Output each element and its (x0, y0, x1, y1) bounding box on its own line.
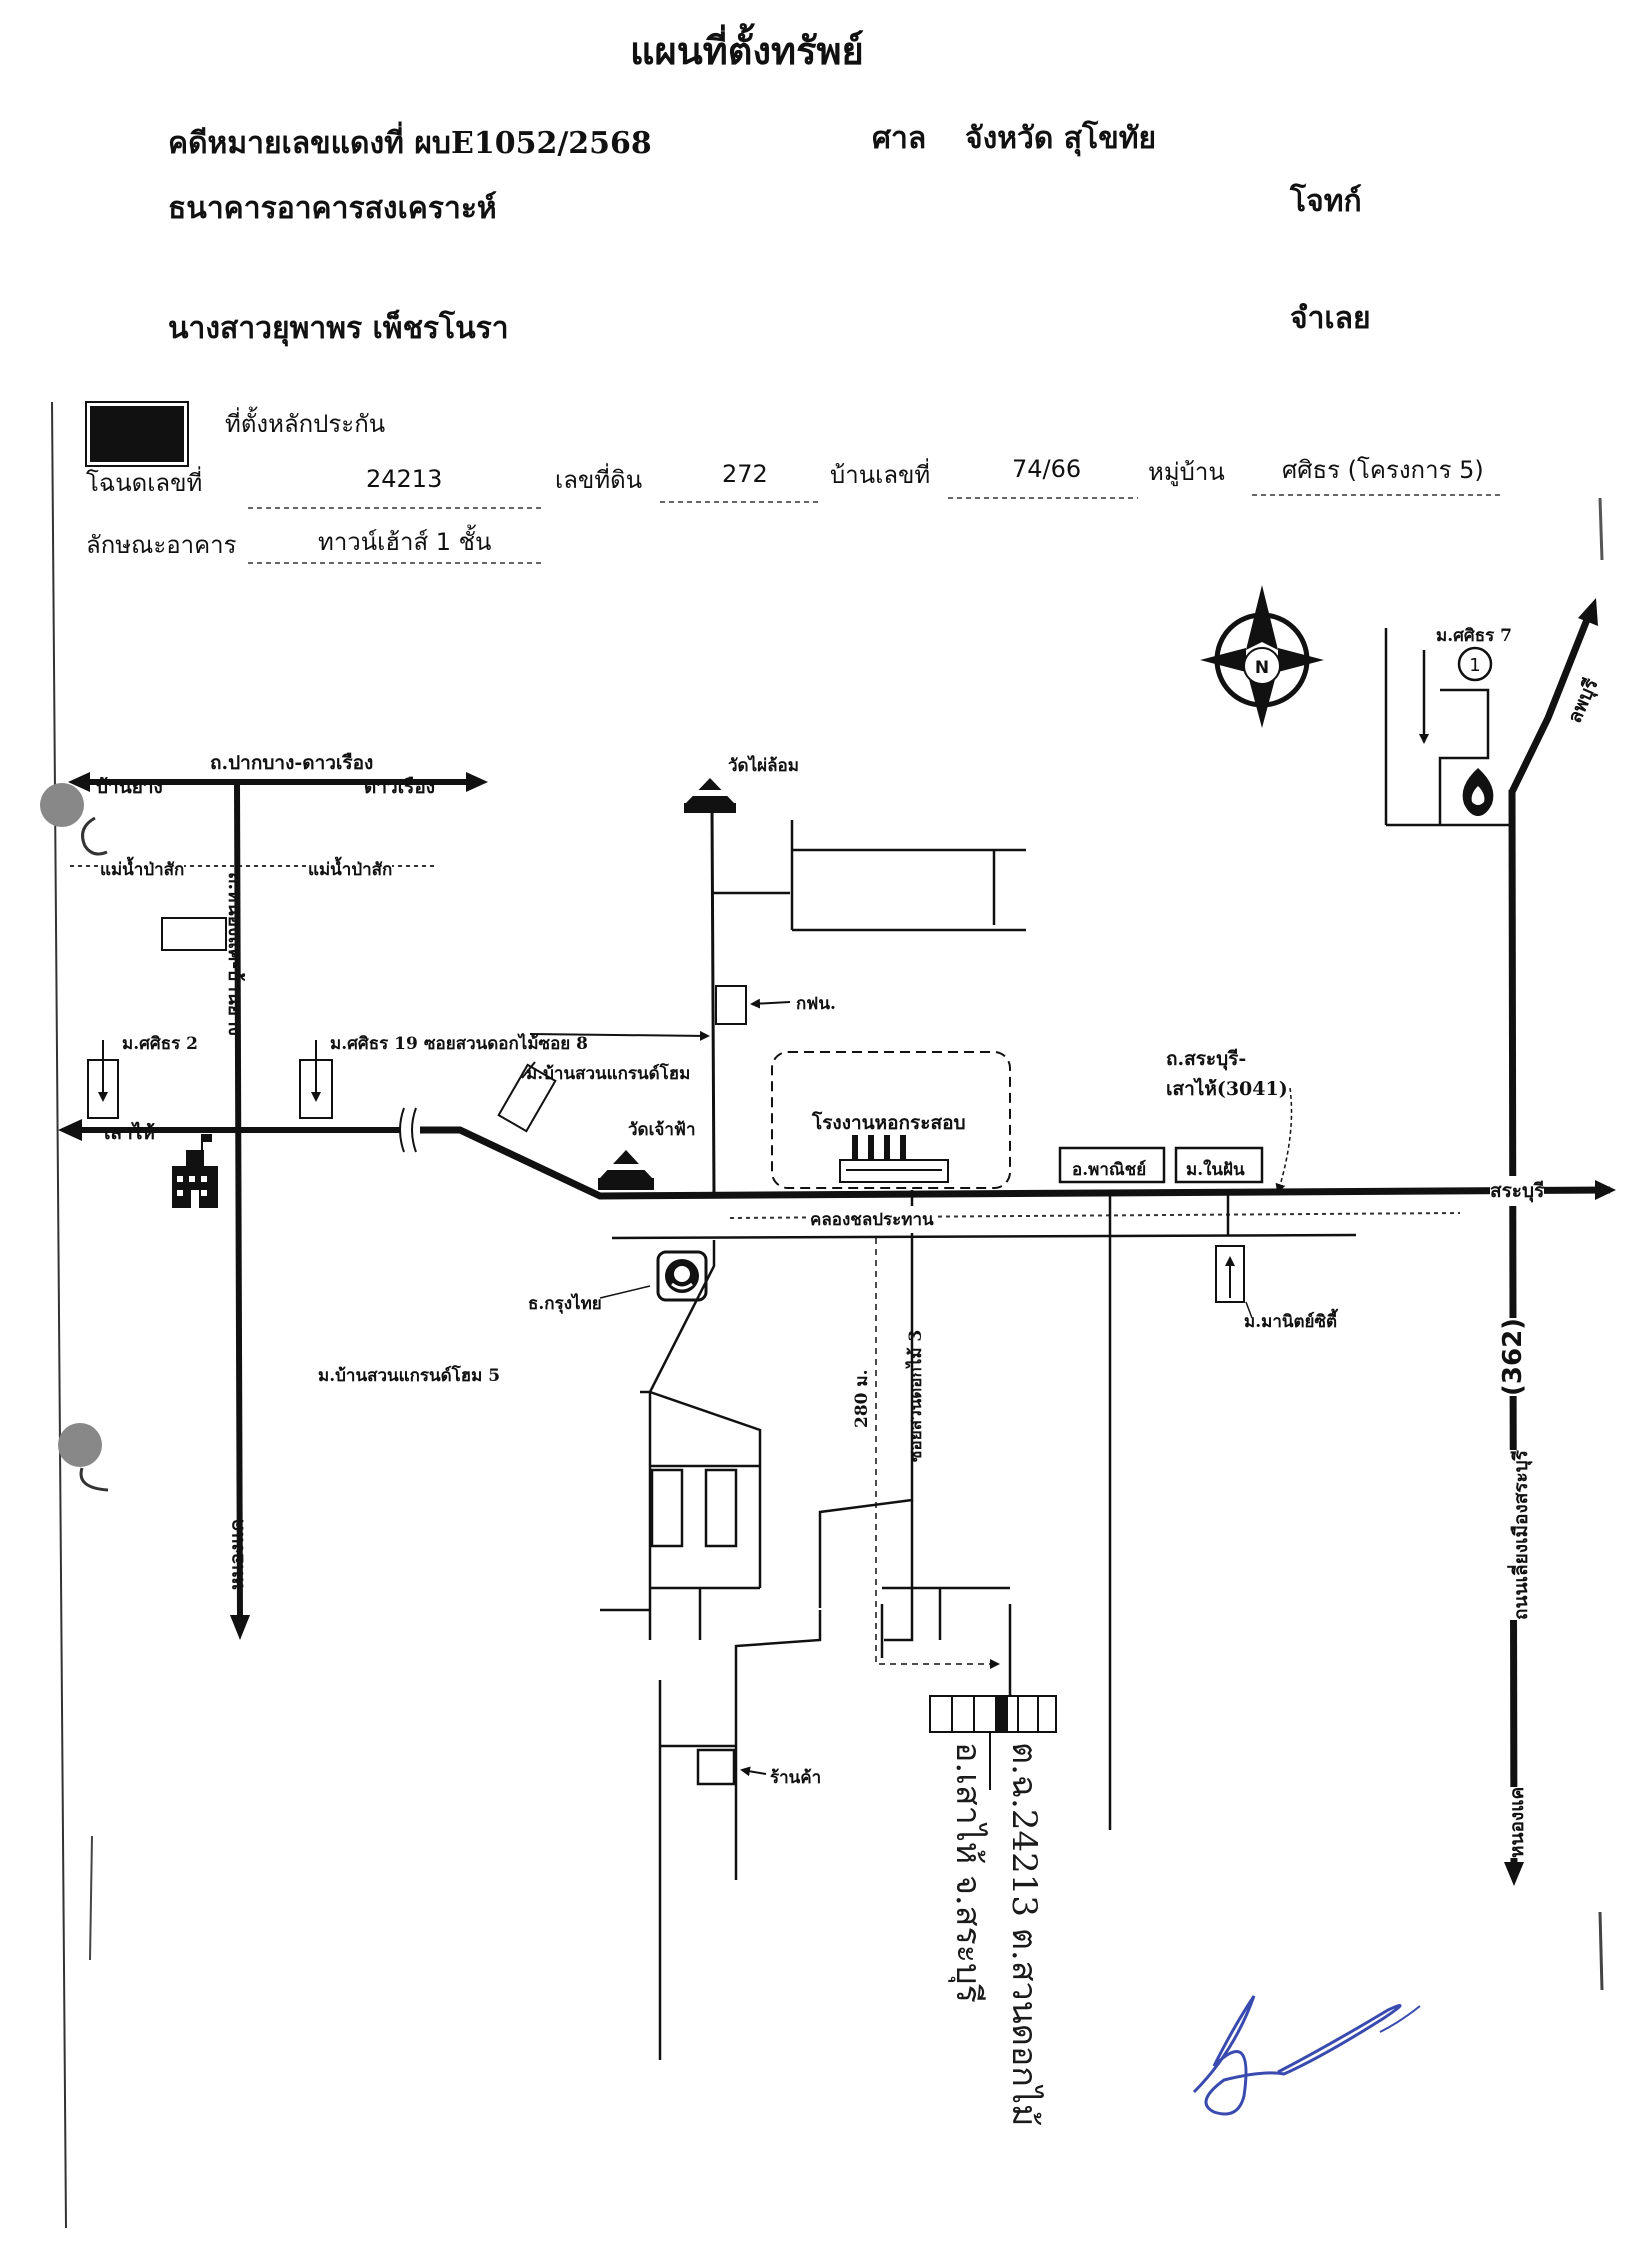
defendant-name: นางสาวยุพาพร เพ็ชรโนรา (168, 311, 509, 346)
lane-segment (884, 1605, 914, 1642)
land-number: 272 (722, 460, 768, 488)
collateral-legend-label: ที่ตั้งหลักประกัน (225, 410, 386, 438)
court-name: จังหวัด สุโขทัย (965, 121, 1157, 156)
field-underlines (248, 494, 1500, 564)
label-shop: ร้านค้า (770, 1768, 822, 1788)
label-route-362: (362) (1498, 1317, 1528, 1396)
plaintiff-role: โจทก์ (1290, 184, 1362, 219)
bank-pointer (599, 1285, 651, 1299)
building-box-1 (161, 917, 227, 951)
building-type-label: ลักษณะอาคาร (86, 531, 237, 559)
temple-wat-phai-lom-icon (684, 778, 736, 813)
label-road-pakbang: ถ.ปากบาง-ดาวเรือง (210, 752, 374, 774)
marker-1-icon (1457, 646, 1493, 682)
manit-city-box (1215, 1245, 1245, 1303)
document-title: แผนที่ตั้งทรัพย์ (630, 28, 864, 73)
road-nongkhae (230, 781, 250, 1640)
label-o-phanich: อ.พาณิชย์ (1072, 1160, 1147, 1180)
label-distance: 280 ม. (852, 1369, 872, 1428)
canal-bank-line (611, 1233, 1357, 1240)
case-number: คดีหมายเลขแดงที่ ผบE1052/2568 (168, 126, 652, 161)
north-arrow-icon (1200, 585, 1324, 728)
road-3041-pointer (1275, 1087, 1293, 1194)
marker-1-label: 1 (1469, 655, 1480, 676)
label-river-1: แม่น้ำป่าสัก (100, 856, 185, 883)
defendant-role: จำเลย (1290, 301, 1371, 336)
label-soi-8: ซอยสวนดอกไม้ซอย 8 (424, 1034, 589, 1054)
label-road-nongkhae: ถ.หนองแค-บ้านยาง (224, 872, 246, 1036)
manit-city-pointer (1245, 1301, 1253, 1319)
shop-arrow (740, 1766, 767, 1777)
label-grand-home-5: ม.บ้านสวนแกรนด์โฮม 5 (318, 1366, 501, 1386)
grand-home-box (497, 1063, 557, 1133)
fold-mark-right (1598, 1911, 1604, 1991)
signature (1192, 1995, 1402, 2116)
house-number-label: บ้านเลขที่ (830, 461, 931, 489)
townhouse-row (929, 1695, 1057, 1733)
label-canal: คลองชลประทาน (810, 1206, 934, 1233)
label-wat-chao-fa: วัดเจ้าฟ้า (628, 1120, 696, 1140)
north-label: N (1255, 658, 1269, 678)
punch-holes (40, 783, 109, 1492)
village-name: ศศิธร (โครงการ 5) (1282, 456, 1484, 484)
kfn-arrow (750, 998, 791, 1009)
label-wat-phai-lom: วัดไผ่ล้อม (728, 756, 799, 776)
krungthai-bank-icon (656, 1250, 708, 1302)
deed-label: โฉนดเลขที่ (86, 469, 203, 497)
label-factory: โรงงานหอกระสอบ (812, 1112, 966, 1134)
road-ring-362 (1504, 598, 1598, 1886)
gas-station-icon (1462, 768, 1494, 816)
label-ring-road: ถนนเลี่ยงเมืองสระบุรี (1506, 1449, 1536, 1620)
sasithorn-7-block (1384, 628, 1512, 827)
label-kfn: กฟน. (796, 994, 836, 1014)
left-border-line (51, 401, 67, 2229)
label-saraburi: สระบุรี (1490, 1176, 1545, 1206)
label-dao-ruang: ดาวเรือง (364, 776, 436, 798)
road-saraburi-saohai (58, 1107, 1616, 1200)
handwritten-note: ต.ฉ.24213 ต.สวนดอกไม้ อ.เสาไห้ จ.สระบุรี (948, 1742, 1044, 2127)
collateral-unit-marker (996, 1696, 1008, 1732)
fold-mark-left (89, 1835, 93, 1961)
right-edge-mark (1598, 497, 1604, 561)
label-nong-khae: หนองแค (226, 1518, 248, 1590)
label-krungthai: ธ.กรุงไทย (528, 1294, 602, 1314)
road-wat-phai-lom (710, 807, 1026, 1197)
court-label: ศาล (872, 121, 927, 156)
label-sasithorn-19: ม.ศศิธร 19 (330, 1034, 418, 1054)
label-grand-home: ม.บ้านสวนแกรนด์โฮม (526, 1064, 691, 1084)
label-ban-yang: บ้านยาง (96, 776, 163, 798)
grand-home-pointer (521, 1061, 536, 1079)
label-road-3041: ถ.สระบุรี- เสาไห้(3041) (1166, 1048, 1288, 1100)
label-river-2: แม่น้ำป่าสัก (308, 856, 393, 883)
plaintiff-name: ธนาคารอาคารสงเคราะห์ (168, 191, 497, 226)
house-number: 74/66 (1012, 455, 1082, 483)
deed-number: 24213 (366, 465, 443, 493)
signature-tail (1379, 2005, 1421, 2033)
road-pakbang (68, 772, 488, 792)
factory-icon (839, 1135, 949, 1183)
factory-boundary (771, 1051, 1011, 1189)
route-to-property (875, 1238, 1000, 1669)
label-sasithorn-7: ม.ศศิธร 7 (1436, 626, 1512, 646)
collateral-legend-swatch (85, 401, 189, 467)
label-sasithorn-2: ม.ศศิธร 2 (122, 1034, 198, 1054)
m-naifan-box (1174, 1146, 1264, 1184)
label-sao-hai: เสาไห้ (104, 1122, 155, 1144)
village-label: หมู่บ้าน (1148, 458, 1225, 486)
label-nong-khae-2: หนองแค (1502, 1786, 1532, 1858)
o-phanich-box (1058, 1146, 1166, 1184)
land-number-label: เลขที่ดิน (555, 466, 643, 494)
label-manit-city: ม.มานิตย์ซิตี้ (1244, 1312, 1338, 1332)
label-m-naifan: ม.ในฝัน (1186, 1160, 1245, 1180)
temple-wat-chao-fa-icon (598, 1150, 654, 1190)
kfn-box (715, 985, 747, 1025)
soi-8-arrow (529, 1030, 710, 1041)
building-type: ทาวน์เฮ้าส์ 1 ชั้น (318, 528, 492, 556)
school-icon (172, 1134, 218, 1208)
label-soi-3: ซอยสวนดอกไม้ 3 (906, 1329, 926, 1462)
